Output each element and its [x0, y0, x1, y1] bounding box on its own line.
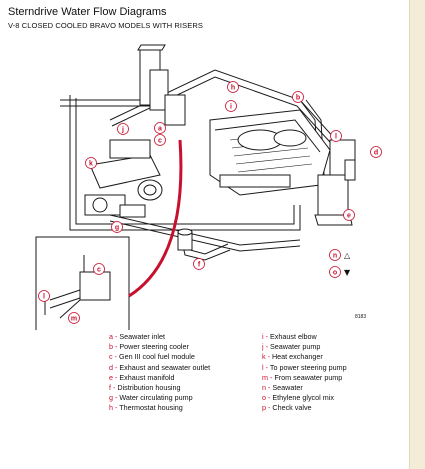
circulating-pump: [84, 194, 146, 218]
svg-text:l: l: [335, 134, 337, 141]
callout-n: n: [329, 249, 341, 261]
inset-detail: [35, 236, 130, 330]
callout-leader: [128, 139, 183, 298]
legend-item: o - Ethylene glycol mix: [262, 393, 334, 403]
svg-text:d: d: [374, 150, 378, 157]
callout-a: a: [154, 122, 166, 134]
left-riser-assembly: [137, 44, 186, 126]
svg-text:m: m: [71, 316, 77, 323]
legend-item: j - Seawater pump: [262, 342, 321, 352]
callout-f: f: [193, 258, 205, 270]
callout-b: b: [292, 91, 304, 103]
legend-item: g - Water circulating pump: [109, 393, 193, 403]
legend-item: n - Seawater: [262, 382, 303, 392]
page-subtitle: V-8 CLOSED COOLED BRAVO MODELS WITH RISE…: [8, 21, 203, 30]
svg-text:e: e: [347, 213, 351, 220]
callout-i: i: [225, 100, 237, 112]
callout-o: o: [329, 266, 341, 278]
seawater-symbol: △: [344, 251, 351, 260]
legend-item: e - Exhaust manifold: [109, 372, 175, 382]
svg-text:j: j: [121, 127, 124, 134]
callout-m: m: [68, 312, 80, 324]
legend-item: c - Gen III cool fuel module: [109, 352, 195, 362]
svg-text:b: b: [296, 95, 300, 102]
legend-item: i - Exhaust elbow: [262, 332, 317, 341]
callout-d: d: [370, 146, 382, 158]
svg-text:a: a: [158, 126, 162, 133]
page-title: Sterndrive Water Flow Diagrams: [8, 6, 167, 18]
svg-text:g: g: [115, 225, 119, 232]
callout-k: k: [85, 157, 97, 169]
svg-text:n: n: [333, 253, 337, 260]
manual-page: Sterndrive Water Flow Diagrams V-8 CLOSE…: [0, 0, 409, 469]
callout-e: e: [343, 209, 355, 221]
distribution-housing: [177, 228, 193, 251]
right-riser-assembly: [314, 139, 356, 226]
callout-g: g: [111, 221, 123, 233]
legend-item: k - Heat exchanger: [262, 352, 323, 362]
svg-text:l: l: [43, 294, 45, 301]
legend-item: d - Exhaust and seawater outlet: [109, 362, 211, 372]
ethylene-glycol-symbol: ▼: [344, 268, 351, 277]
water-flow-diagram: a b c d e f g h i j k l c l m n o △ ▼ 81…: [35, 44, 382, 330]
callout-c: c: [154, 134, 166, 146]
engine-block: [209, 109, 331, 196]
figure-number: 8183: [355, 314, 366, 320]
callout-labels: a b c d e f g h i j k l c l m n o: [38, 81, 382, 324]
callout-c-inset: c: [93, 263, 105, 275]
callout-j: j: [117, 123, 129, 135]
legend-item: a - Seawater inlet: [109, 332, 165, 341]
svg-text:h: h: [231, 85, 235, 92]
legend-right: i - Exhaust elbow j - Seawater pump k - …: [262, 332, 347, 414]
legend-item: b - Power steering cooler: [109, 342, 189, 352]
svg-text:o: o: [333, 270, 337, 277]
callout-h: h: [227, 81, 239, 93]
heat-exchanger: [89, 139, 163, 201]
legend-item: h - Thermostat housing: [109, 403, 183, 413]
svg-text:i: i: [230, 104, 232, 111]
callout-l-inset: l: [38, 290, 50, 302]
svg-text:f: f: [198, 262, 201, 269]
legend-item: f - Distribution housing: [109, 382, 181, 392]
svg-text:c: c: [97, 267, 101, 274]
legend-item: p - Check valve: [262, 403, 312, 413]
legend-left: a - Seawater inlet b - Power steering co…: [109, 332, 210, 414]
legend-item: m - From seawater pump: [262, 372, 343, 382]
svg-text:c: c: [158, 138, 162, 145]
page-margin-strip: [409, 0, 425, 469]
svg-text:k: k: [89, 161, 93, 168]
callout-l: l: [330, 130, 342, 142]
legend-item: l - To power steering pump: [262, 362, 347, 372]
